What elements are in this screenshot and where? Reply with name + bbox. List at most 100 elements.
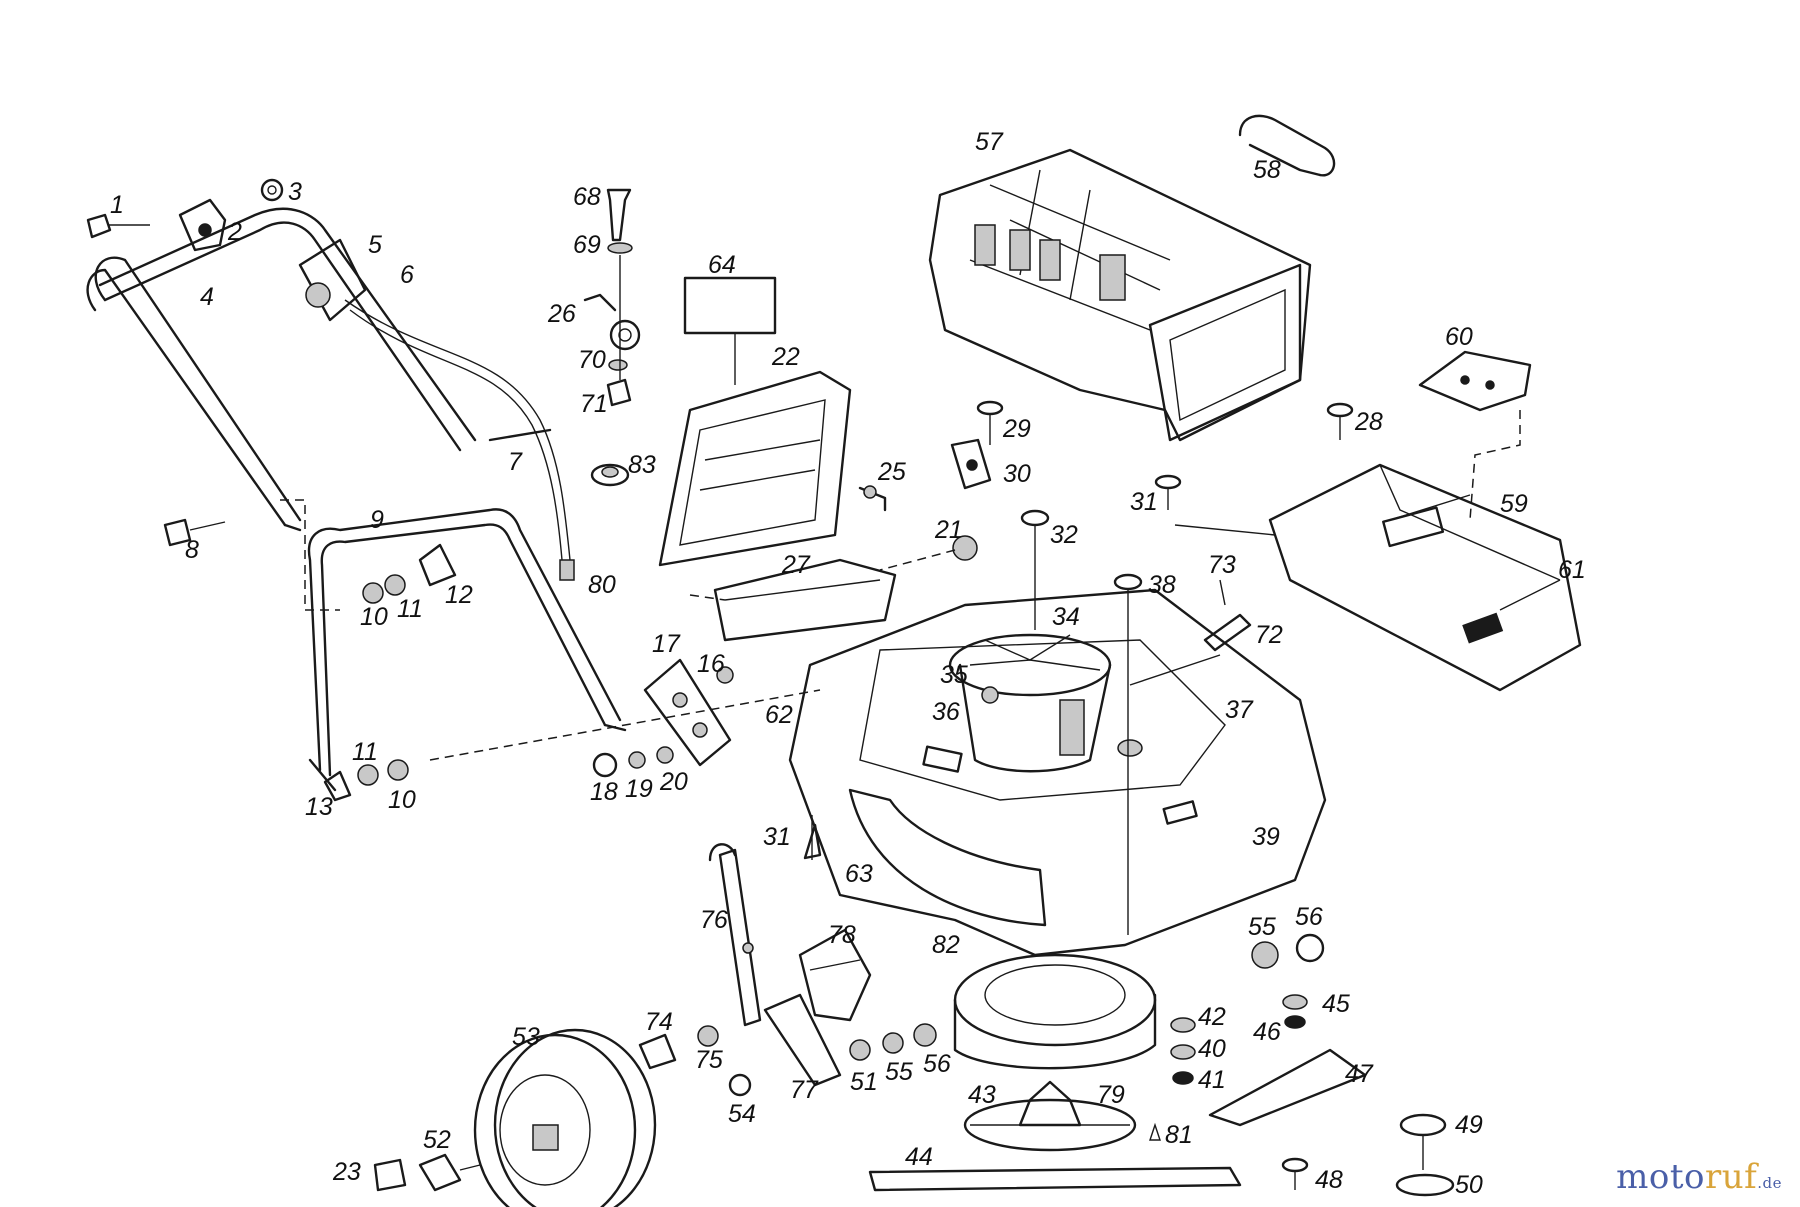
label-part-36: 36 [932, 698, 960, 726]
label-part-39: 39 [1252, 823, 1280, 851]
label-part-29: 29 [1002, 415, 1031, 443]
label-part-80: 80 [588, 571, 616, 599]
label-part-52: 52 [423, 1126, 451, 1154]
label-part-6: 6 [400, 261, 414, 289]
label-part-28: 28 [1354, 408, 1383, 436]
label-part-3: 3 [288, 178, 302, 206]
handle-attach-line-lower [429, 689, 821, 761]
label-part-73: 73 [1208, 551, 1236, 579]
cable [344, 299, 575, 581]
label-part-34: 34 [1052, 603, 1080, 631]
screws-parts-28-31 [1154, 402, 1354, 536]
label-part-83: 83 [628, 451, 656, 479]
bolt-part-31-lower [803, 815, 822, 860]
label-part-74: 74 [645, 1008, 673, 1036]
label-part-68: 68 [573, 183, 601, 211]
wheel-part-53 [473, 1028, 657, 1207]
label-part-27: 27 [781, 551, 811, 579]
label-part-62: 62 [765, 701, 793, 729]
label-part-41: 41 [1198, 1066, 1226, 1094]
label-part-56: 56 [1295, 903, 1323, 931]
label-part-1: 1 [110, 191, 124, 219]
label-part-20: 20 [659, 768, 688, 796]
part-49-50 [1395, 1113, 1455, 1197]
handle-part-58 [1238, 114, 1336, 177]
label-part-56-lower: 56 [923, 1050, 951, 1078]
label-part-82: 82 [932, 931, 960, 959]
label-part-4: 4 [200, 283, 214, 311]
part-labels: 1 2 3 4 5 6 7 8 9 10 11 12 10 11 13 11 1… [110, 128, 1586, 1199]
label-part-57: 57 [975, 128, 1004, 156]
label-part-51: 51 [850, 1068, 878, 1096]
bolt-part-29 [976, 400, 1004, 445]
nuts-parts-18-19-20 [592, 666, 734, 778]
nut-parts-45-46 [1282, 994, 1308, 1029]
label-part-31-lower: 31 [763, 823, 791, 851]
nut-part-83 [590, 463, 630, 487]
label-part-55: 55 [1248, 913, 1276, 941]
label-part-43: 43 [968, 1081, 996, 1109]
label-part-46: 46 [1253, 1018, 1281, 1046]
bracket-part-77 [763, 993, 842, 1087]
label-part-26: 26 [547, 300, 576, 328]
label-part-12: 12 [445, 581, 473, 609]
blade-part-47 [1208, 1048, 1367, 1127]
label-part-53: 53 [512, 1023, 540, 1051]
clip-part-72 [1203, 613, 1252, 652]
label-part-79: 79 [1097, 1081, 1125, 1109]
label-plate-part-64 [683, 276, 777, 335]
label-part-32: 32 [1050, 521, 1078, 549]
label-part-64: 64 [708, 251, 736, 279]
label-part-47: 47 [1345, 1060, 1374, 1088]
label-part-30: 30 [1003, 460, 1031, 488]
height-lever-part-76 [708, 843, 762, 1027]
label-part-22: 22 [771, 343, 800, 371]
watermark-part-1: moto [1616, 1157, 1706, 1197]
label-part-59: 59 [1500, 490, 1528, 518]
label-part-63: 63 [845, 860, 873, 888]
label-part-49: 49 [1455, 1111, 1483, 1139]
label-part-45: 45 [1322, 990, 1350, 1018]
grass-catcher-part-57 [928, 148, 1312, 442]
label-part-76: 76 [700, 906, 728, 934]
label-part-13: 13 [305, 793, 333, 821]
label-part-25: 25 [877, 458, 906, 486]
label-part-77: 77 [790, 1076, 819, 1104]
label-part-55-lower: 55 [885, 1058, 913, 1086]
part-81 [1149, 1122, 1161, 1141]
motor-cover-part-61 [1268, 463, 1582, 692]
label-part-50: 50 [1455, 1171, 1483, 1199]
label-part-48: 48 [1315, 1166, 1343, 1194]
label-part-35: 35 [940, 661, 968, 689]
handle-attach-line-upper [280, 499, 340, 611]
watermark-part-2: ruf [1705, 1157, 1758, 1197]
handle-clamp-part-5 [298, 238, 367, 322]
label-part-44: 44 [905, 1143, 933, 1171]
label-part-60: 60 [1445, 323, 1473, 351]
label-part-18: 18 [590, 778, 618, 806]
bolt-part-8 [163, 518, 226, 547]
clamp-part-2 [178, 198, 227, 252]
label-part-61: 61 [1558, 556, 1586, 584]
axle-parts-23-52 [373, 1153, 481, 1192]
label-part-11: 11 [397, 595, 423, 623]
cover-plate-part-60 [1418, 350, 1532, 412]
washers-parts-51-54-55-56 [728, 933, 1325, 1097]
label-part-10-lower: 10 [388, 786, 416, 814]
label-part-54: 54 [728, 1100, 756, 1128]
screw-part-1 [86, 213, 150, 239]
label-part-69: 69 [573, 231, 601, 259]
label-part-38: 38 [1148, 571, 1176, 599]
upper-handle [86, 207, 477, 532]
knob-part-21 [879, 535, 978, 571]
rear-flap-part-22 [658, 370, 852, 567]
blade-part-44 [868, 1166, 1242, 1192]
bracket-part-30 [950, 438, 992, 490]
label-part-8: 8 [185, 536, 199, 564]
switch-box-part-17 [643, 658, 732, 767]
label-part-21: 21 [934, 516, 963, 544]
mower-deck-part-39 [788, 588, 1327, 957]
label-part-42: 42 [1198, 1003, 1226, 1031]
label-part-7: 7 [508, 448, 523, 476]
label-part-40: 40 [1198, 1035, 1226, 1063]
